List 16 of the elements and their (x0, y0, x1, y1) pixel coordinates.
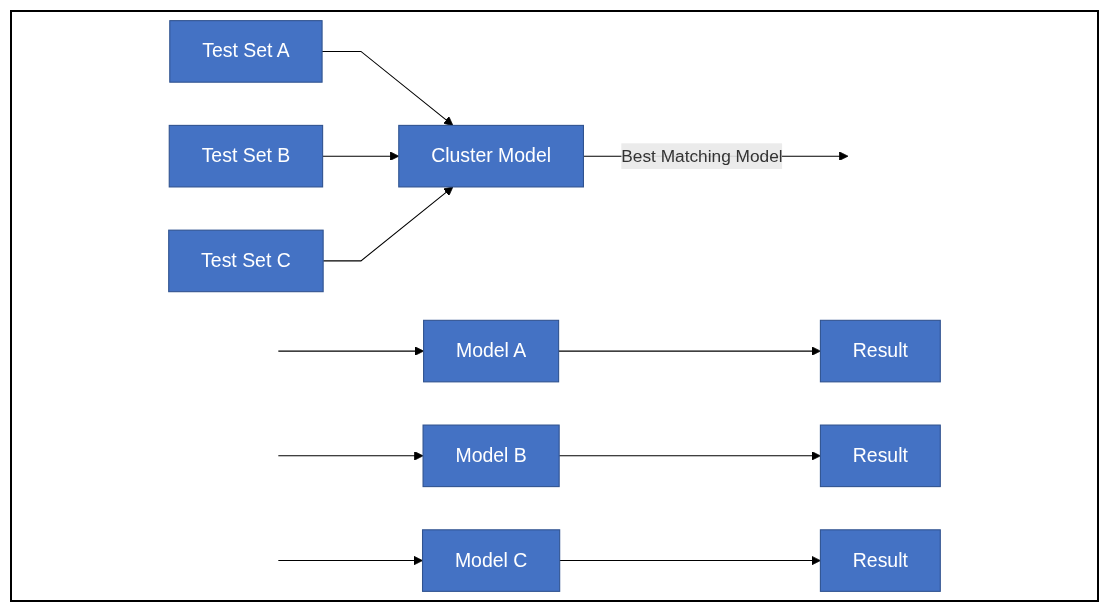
node-box: Model B (422, 424, 560, 488)
arrow (277, 346, 424, 356)
node-box: Model A (423, 319, 560, 383)
arrow (558, 346, 821, 356)
node-box: Test Set A (169, 20, 323, 83)
edge-label: Best Matching Model (621, 146, 783, 165)
node-box: Test Set C (168, 229, 324, 293)
node-box: Result (819, 424, 941, 488)
node-box: Cluster Model (398, 124, 584, 188)
node-box: Model C (421, 529, 561, 592)
arrow (277, 555, 423, 566)
arrow (559, 555, 821, 566)
node-box: Test Set B (168, 124, 324, 188)
node-box: Result (819, 529, 941, 592)
arrow (277, 451, 424, 461)
node-box: Result (819, 319, 941, 383)
